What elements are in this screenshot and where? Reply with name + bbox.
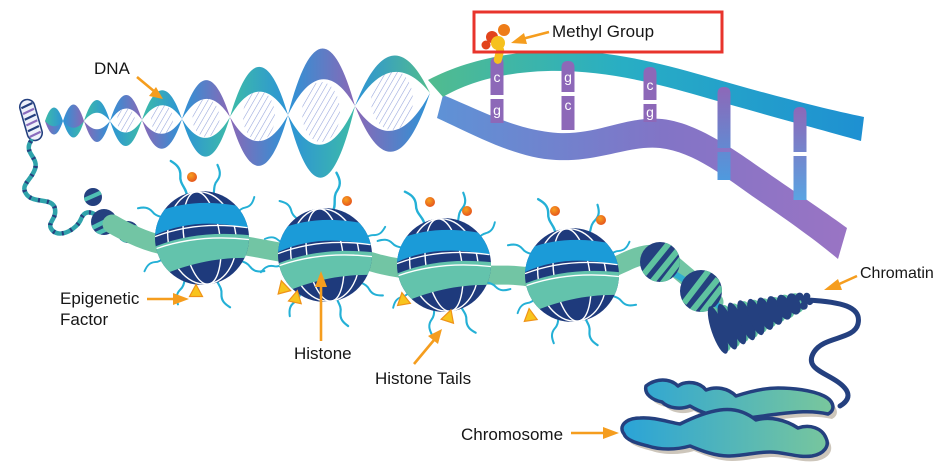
epigenetic-factor-label-line1: Epigenetic — [60, 289, 140, 308]
dna-helix — [18, 48, 430, 178]
chromatid-upper — [643, 378, 835, 421]
methyl-mark-icon — [462, 206, 472, 216]
chromatin-label: Chromatin — [860, 265, 934, 282]
histone-tails-label: Histone Tails — [375, 369, 472, 388]
nucleosome — [506, 196, 638, 348]
epigenetic-factor-icon — [188, 283, 204, 298]
methyl-group-arrow — [511, 30, 550, 44]
base-letter: c — [647, 77, 654, 93]
epigenetic-factor-label-line2: Factor — [60, 310, 109, 329]
methyl-dot — [491, 36, 505, 50]
base-letter: g — [646, 104, 654, 120]
chromatin-arrow — [824, 274, 858, 290]
chromatin-fiber — [640, 242, 861, 409]
methyl-group-highlight-box — [472, 10, 724, 54]
epigenetic-factor-arrow — [147, 293, 189, 305]
annotation-arrows — [136, 30, 858, 439]
methyl-mark-icon — [187, 172, 197, 182]
base-letters: c g g c c g — [493, 69, 654, 120]
methyl-mark-icon — [596, 215, 606, 225]
histone-label: Histone — [294, 344, 352, 363]
helix-ribbons — [45, 48, 430, 178]
helix-hatch-windows — [117, 70, 413, 142]
chromatid-lower — [620, 407, 829, 459]
methyl-mark-icon — [550, 206, 560, 216]
helix-end-coil — [18, 98, 44, 142]
tail-methyl-marks — [187, 172, 606, 225]
base-letter: c — [494, 69, 501, 85]
chromosome-label: Chromosome — [461, 425, 564, 444]
linker-squiggle — [805, 297, 861, 409]
nucleosome — [136, 158, 266, 310]
nucleosome — [376, 188, 512, 336]
chromosome-arrow — [571, 427, 619, 439]
base-letter: c — [565, 97, 572, 113]
base-pair-rungs: c g g c c g — [490, 57, 807, 200]
dna-label: DNA — [94, 59, 130, 78]
nucleosome-string — [136, 158, 638, 348]
methyl-dot — [498, 24, 510, 36]
histone-arrow — [315, 271, 327, 341]
base-letter: g — [564, 69, 572, 85]
methyl-dot — [481, 40, 491, 50]
methyl-mark-icon — [425, 197, 435, 207]
strand-bottom — [437, 95, 847, 259]
epigenetic-factor-label: Epigenetic Factor — [60, 288, 139, 330]
epigenetic-factor-icon — [522, 307, 538, 322]
dna-arrow — [136, 76, 163, 99]
chromosome-shape — [620, 378, 837, 462]
base-letter: g — [493, 102, 501, 118]
methyl-mark-icon — [342, 196, 352, 206]
methyl-group-label: Methyl Group — [552, 22, 655, 41]
histone-tails-arrow — [413, 329, 442, 365]
nucleosome — [258, 171, 388, 329]
